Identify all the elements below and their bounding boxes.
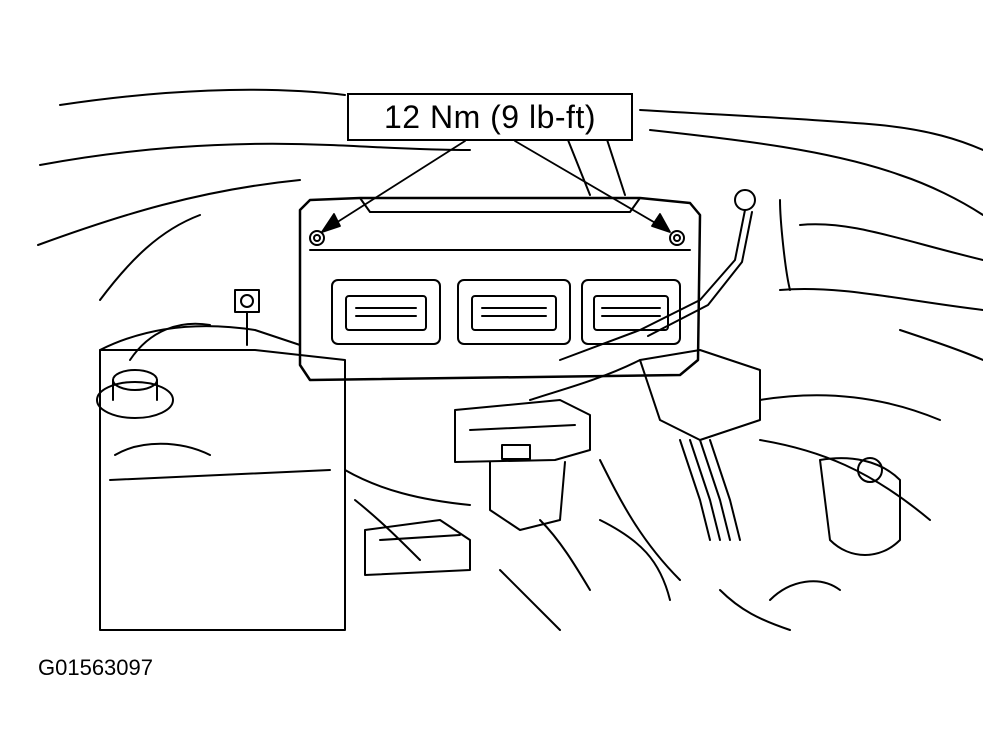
strut-tower bbox=[97, 215, 345, 630]
mounting-bolt-left bbox=[310, 231, 324, 245]
figure-id-label: G01563097 bbox=[38, 655, 153, 680]
nut-left bbox=[235, 290, 259, 345]
callout-leader-right bbox=[515, 141, 671, 233]
pcm-connector-1 bbox=[332, 280, 440, 344]
pcm-connector-3 bbox=[582, 280, 680, 344]
callout-leader-left bbox=[321, 141, 465, 233]
torque-spec-label: 12 Nm (9 lb-ft) bbox=[384, 98, 596, 135]
pcm-connector-2 bbox=[458, 280, 570, 344]
pcm-module bbox=[300, 198, 700, 380]
lower-harness bbox=[345, 470, 840, 630]
ground-cable bbox=[560, 190, 790, 360]
mounting-bolt-right bbox=[670, 231, 684, 245]
wiring-harness bbox=[530, 330, 983, 630]
relay-connector bbox=[455, 400, 590, 530]
torque-callout-box: 12 Nm (9 lb-ft) bbox=[347, 93, 633, 141]
